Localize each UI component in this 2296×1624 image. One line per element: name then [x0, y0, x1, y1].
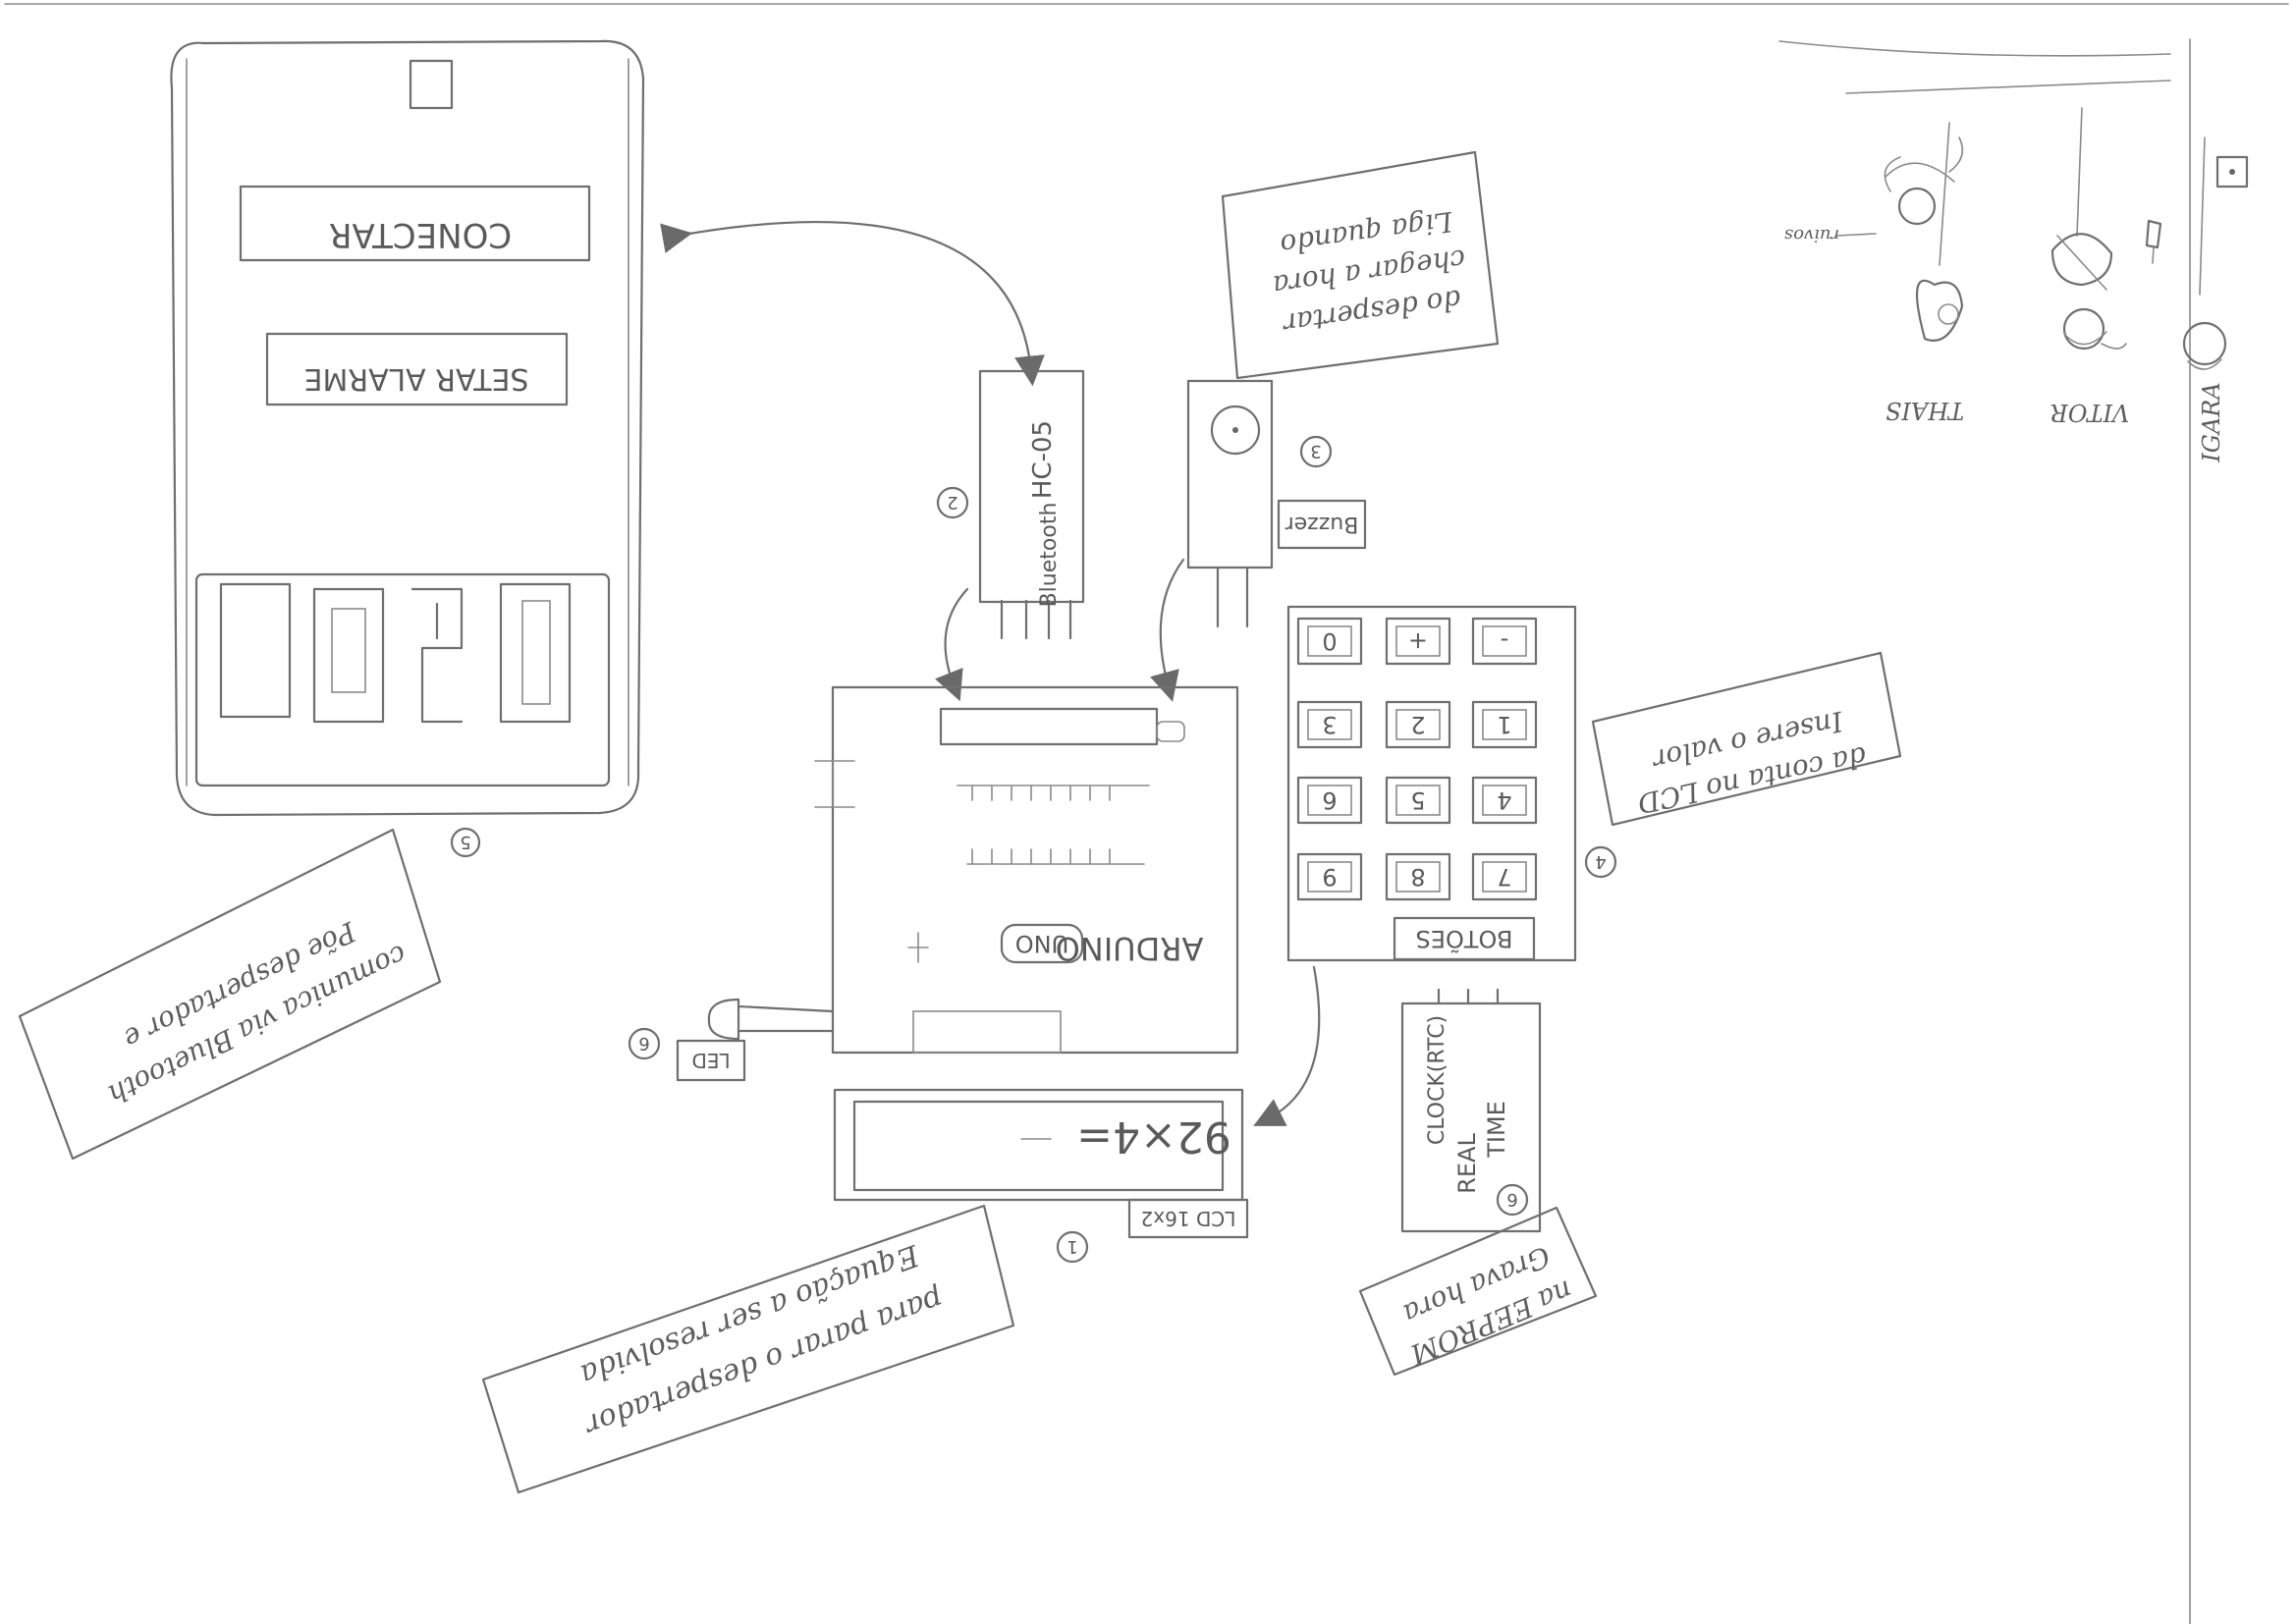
arrow-buzzer-arduino — [1161, 560, 1183, 687]
keypad-key-label: 5 — [1410, 786, 1425, 814]
keypad-key-1[interactable]: 1 — [1473, 702, 1536, 747]
keypad-key-label: 0 — [1322, 627, 1337, 655]
lcd-display-text: 92×4= — [1076, 1111, 1231, 1162]
phone-sketch: CONECTAR SETAR ALARME 5 — [171, 41, 643, 856]
lcd-note: Equação a ser resolvida para parar o des… — [483, 1206, 1013, 1492]
buzzer-marker: 3 — [1310, 441, 1321, 461]
arduino-board: ARDUINO UNO — [815, 687, 1237, 1053]
keypad-key-4[interactable]: 4 — [1473, 778, 1536, 823]
arduino-badge: UNO — [1015, 930, 1068, 957]
bluetooth-marker: 2 — [947, 492, 957, 513]
team-area: ruivos THAIS VITOR IGARA — [1779, 39, 2247, 1624]
keypad-key-label: 6 — [1322, 786, 1337, 814]
led-label: LED — [691, 1049, 730, 1072]
keypad-key-6[interactable]: 6 — [1298, 778, 1361, 823]
buzzer-note: Liga quando chegar a hora do despertar — [1223, 152, 1498, 378]
keypad-key-+[interactable]: + — [1387, 619, 1449, 664]
keypad-key-label: 4 — [1497, 786, 1511, 814]
keypad-key-8[interactable]: 8 — [1387, 854, 1449, 899]
keypad-key-label: + — [1408, 627, 1428, 655]
keypad-label: BOTÕES — [1416, 925, 1513, 954]
team-member-name-2: VITOR — [2050, 399, 2130, 426]
team-member-name-1: THAIS — [1886, 397, 1964, 424]
keypad-keys: 0 + - 3 2 1 6 5 4 9 8 7 — [1298, 619, 1536, 899]
rtc-marker: 6 — [1506, 1189, 1517, 1210]
phone-marker-number: 5 — [460, 832, 470, 852]
led-marker: 6 — [638, 1033, 649, 1054]
keypad-marker: 4 — [1595, 851, 1606, 872]
keypad-key-7[interactable]: 7 — [1473, 854, 1536, 899]
keypad-key-label: - — [1501, 627, 1509, 655]
keypad-key-label: 2 — [1410, 711, 1425, 738]
keypad-key-label: 1 — [1497, 711, 1511, 738]
keypad-key-3[interactable]: 3 — [1298, 702, 1361, 747]
keypad-key--[interactable]: - — [1473, 619, 1536, 664]
bluetooth-label: Bluetooth — [1037, 503, 1062, 608]
phone-camera — [410, 61, 452, 108]
connect-button[interactable]: CONECTAR — [241, 187, 589, 260]
led-component: LED 6 — [629, 1000, 833, 1080]
rtc-line-2: TIME — [1483, 1101, 1510, 1159]
keypad-key-0[interactable]: 0 — [1298, 619, 1361, 664]
rtc-line-3: CLOCK(RTC) — [1425, 1015, 1449, 1145]
set-alarm-button[interactable]: SETAR ALARME — [267, 334, 567, 405]
buzzer-module: Buzzer 3 — [1188, 381, 1365, 626]
keypad-note: Insere o valor da conta no LCD — [1593, 653, 1900, 825]
lcd-marker: 1 — [1066, 1236, 1077, 1257]
buzzer-label: Buzzer — [1285, 512, 1359, 536]
keypad: 0 + - 3 2 1 6 5 4 9 8 7 BOTÕES 4 — [1288, 607, 1615, 960]
rtc-line-1: REAL — [1453, 1133, 1481, 1194]
keypad-key-label: 8 — [1410, 863, 1425, 891]
lcd-label: LCD 16x2 — [1141, 1207, 1236, 1230]
keypad-key-2[interactable]: 2 — [1387, 702, 1449, 747]
phone-clock-digits — [221, 584, 570, 722]
arrow-bluetooth-arduino — [946, 589, 967, 687]
keypad-key-label: 7 — [1497, 863, 1511, 891]
connect-button-label: CONECTAR — [329, 215, 512, 254]
phone-screen-bottom — [196, 574, 609, 785]
arduino-label: ARDUINO — [1056, 930, 1204, 967]
arrow-phone-bluetooth — [678, 222, 1031, 371]
arrow-keypad-lcd — [1267, 967, 1319, 1119]
rtc-note: Grava hora na EEPROM — [1360, 1208, 1596, 1375]
rtc-module: REAL TIME CLOCK(RTC) 6 — [1402, 990, 1540, 1231]
team-member-name-3: IGARA — [2198, 382, 2225, 462]
keypad-key-label: 9 — [1322, 863, 1337, 891]
keypad-key-9[interactable]: 9 — [1298, 854, 1361, 899]
bluetooth-model: HC-05 — [1028, 420, 1058, 499]
set-alarm-button-label: SETAR ALARME — [303, 361, 528, 396]
keypad-key-label: 3 — [1322, 711, 1337, 738]
keypad-key-5[interactable]: 5 — [1387, 778, 1449, 823]
phone-note: Põe despertador e comunica via Bluetooth — [20, 830, 440, 1159]
team-member-extra: ruivos — [1784, 225, 1839, 245]
